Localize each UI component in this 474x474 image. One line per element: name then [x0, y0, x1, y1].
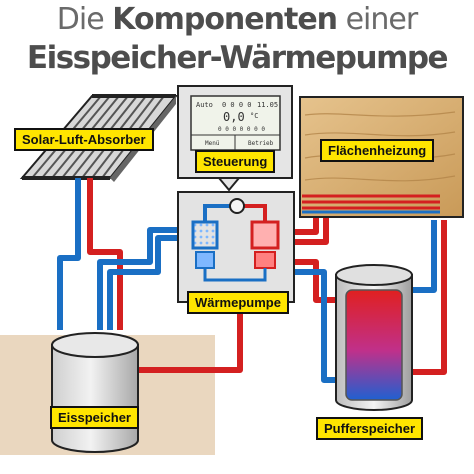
display-unit: °C — [250, 112, 258, 120]
condenser — [250, 220, 280, 250]
pipes-solar — [57, 178, 123, 330]
display-temperature: 0,0 — [223, 110, 245, 124]
display-time-left: 0 0 0 0 — [222, 101, 252, 109]
ice-storage-tank — [51, 332, 139, 453]
display-mode: Auto — [196, 101, 213, 109]
label-solar-absorber: Solar-Luft-Absorber — [14, 128, 154, 151]
title-word-einer: einer — [345, 2, 419, 37]
title-word-komponenten: Komponenten — [112, 2, 338, 37]
display-digits: 0 0 0 0 0 0 0 — [218, 126, 265, 133]
buffer-storage-tank — [335, 264, 413, 411]
title-line-1: Die Komponenten einer — [0, 2, 474, 37]
title-line-2: Eisspeicher-Wärmepumpe — [26, 40, 449, 76]
pipes-ice-heatpump — [97, 227, 243, 373]
label-control: Steuerung — [195, 150, 276, 173]
label-heat-pump: Wärmepumpe — [187, 291, 289, 314]
label-buffer-storage: Pufferspeicher — [316, 417, 424, 440]
title-word-die: Die — [56, 2, 105, 37]
display-time-right: 11.05 — [257, 101, 278, 109]
display-button-menu[interactable]: Menü — [205, 140, 220, 147]
display-button-betrieb[interactable]: Betrieb — [248, 140, 274, 147]
compressor — [229, 198, 245, 214]
label-floor-heating: Flächenheizung — [320, 139, 435, 162]
evaporator — [191, 220, 219, 250]
heat-pump-unit — [177, 191, 295, 303]
label-ice-storage: Eisspeicher — [50, 406, 139, 429]
